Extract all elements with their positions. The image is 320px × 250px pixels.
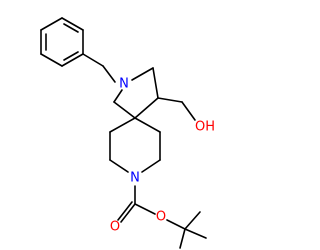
bond: [109, 159, 129, 173]
bond: [181, 101, 196, 121]
atom-label-n-pyrrolidine: N: [119, 77, 129, 92]
bond: [61, 17, 84, 31]
bond: [157, 97, 183, 103]
bond: [131, 67, 154, 81]
double-bond-inner: [63, 23, 79, 33]
bond: [113, 101, 136, 119]
bond: [40, 17, 63, 31]
bond: [141, 159, 161, 173]
pyrrolidine-ring: [113, 67, 159, 119]
bond: [134, 203, 156, 215]
bond: [61, 53, 84, 67]
bond: [179, 228, 186, 249]
bond: [113, 89, 123, 103]
bond: [40, 53, 63, 67]
atom-label-o-ester: O: [156, 210, 166, 225]
bond: [134, 117, 161, 133]
atom-label-n-piperidine: N: [130, 171, 140, 186]
bond: [102, 65, 116, 83]
bond: [109, 117, 136, 133]
bond: [82, 53, 104, 67]
atom-label-oh: OH: [195, 120, 215, 135]
bond: [152, 67, 159, 99]
piperidine-ring: [109, 117, 161, 173]
bond: [134, 97, 159, 119]
double-bond-inner: [63, 51, 79, 61]
chemical-structure-diagram: N OH N O O: [40, 17, 215, 249]
benzene-ring: [40, 17, 84, 67]
bond: [184, 228, 207, 239]
bond: [184, 211, 201, 230]
double-bond: [117, 201, 133, 221]
bond: [166, 219, 186, 230]
bond: [120, 203, 136, 223]
atom-label-o-carbonyl: O: [110, 220, 120, 235]
